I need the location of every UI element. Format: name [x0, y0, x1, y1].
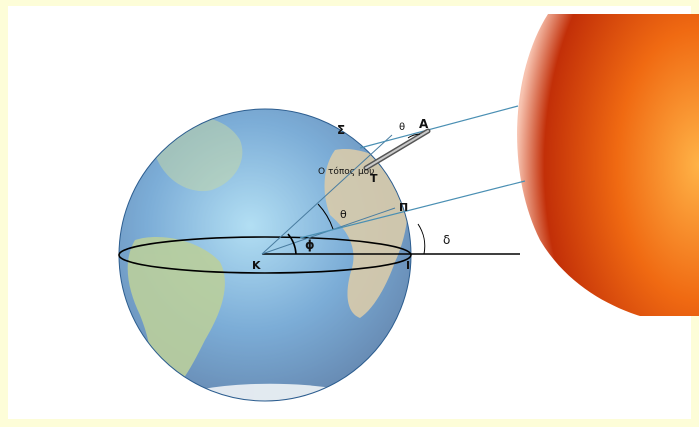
radius-to-place [261, 134, 393, 255]
equator-ellipse [118, 236, 412, 274]
label-sigma: Σ [337, 123, 345, 137]
label-tau: T [370, 172, 378, 185]
label-theta-center: θ [340, 208, 347, 221]
label-theta-top: θ [399, 122, 405, 133]
delta-arc [417, 223, 426, 255]
sun-ray-top [359, 105, 519, 149]
phi-arc [287, 233, 297, 255]
label-kappa: K [252, 259, 261, 272]
theta-arc-top [407, 133, 421, 139]
sun-ray-bottom [299, 180, 526, 239]
label-delta: δ [443, 233, 450, 247]
earth-globe [118, 108, 412, 402]
label-phi: ϕ [305, 238, 315, 252]
label-pi: Π [399, 201, 408, 214]
label-alpha: A [419, 117, 429, 131]
label-my-place: Ο τόπος μου [318, 166, 374, 177]
label-iota: I [406, 259, 410, 272]
gnomon-rod [363, 128, 431, 171]
theta-arc-center [317, 203, 334, 230]
sun [508, 14, 699, 316]
